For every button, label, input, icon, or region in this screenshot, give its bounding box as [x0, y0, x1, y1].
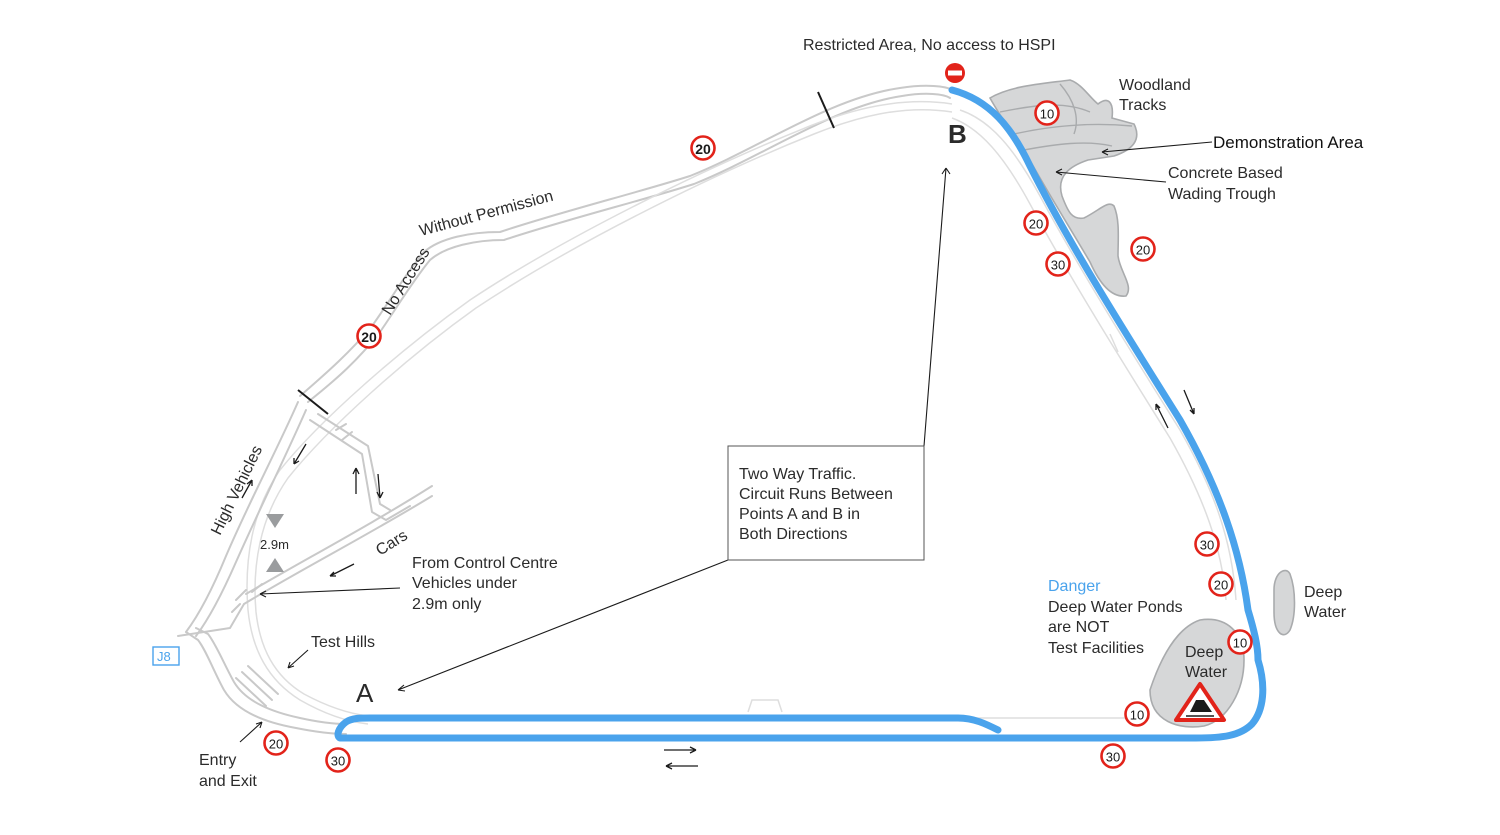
- ponds-warning-label-2: are NOT: [1048, 619, 1110, 636]
- height-down-triangle-icon: [266, 514, 284, 528]
- ponds-warning-label-3: Test Facilities: [1048, 640, 1144, 657]
- speed-limit-sign: 10: [1227, 629, 1253, 655]
- leader-lines: [239, 141, 1213, 743]
- speed-limit-value: 30: [1106, 750, 1120, 765]
- two-way-traffic-box: [727, 445, 925, 561]
- from-control-label-1: From Control Centre: [412, 555, 558, 572]
- speed-limit-value: 10: [1130, 708, 1144, 723]
- danger-label: Danger: [1048, 578, 1101, 595]
- speed-limit-sign: 20: [356, 323, 382, 349]
- speed-limit-sign: 20: [263, 730, 289, 756]
- speed-limit-sign: 10: [1124, 701, 1150, 727]
- deep-water-right-label-2: Water: [1304, 604, 1347, 621]
- test-circuit-route: [334, 86, 1267, 742]
- restricted-area-label: Restricted Area, No access to HSPI: [803, 37, 1056, 54]
- deep-water-pond-right: [1273, 569, 1296, 636]
- cars-label: Cars: [373, 527, 411, 559]
- woodland-demonstration-area: [988, 79, 1138, 297]
- speed-limit-value: 20: [361, 329, 377, 345]
- direction-arrows: [241, 389, 1195, 770]
- ponds-warning-label-1: Deep Water Ponds: [1048, 599, 1183, 616]
- speed-limit-sign: 20: [690, 135, 716, 161]
- speed-limit-sign: 20: [1208, 571, 1234, 597]
- from-control-label-3: 2.9m only: [412, 596, 481, 613]
- info-line-3: Points A and B in: [739, 506, 860, 523]
- speed-limit-value: 20: [695, 141, 711, 157]
- speed-limit-sign: 30: [1100, 743, 1126, 769]
- high-vehicles-label: High Vehicles: [208, 443, 266, 538]
- height-up-triangle-icon: [266, 558, 284, 572]
- from-control-label-2: Vehicles under: [412, 575, 518, 592]
- point-a-label: A: [356, 678, 374, 708]
- speed-limit-value: 20: [1029, 217, 1043, 232]
- wading-trough-label-2: Wading Trough: [1168, 186, 1276, 203]
- speed-signs: 20 20 10 20 30 20 30 20: [263, 100, 1253, 773]
- j8-junction-badge: [152, 646, 180, 666]
- deep-water-pond-label-1: Deep: [1185, 644, 1223, 661]
- speed-limit-value: 10: [1233, 636, 1247, 651]
- speed-limit-sign: 20: [1130, 236, 1156, 262]
- point-b-label: B: [948, 119, 967, 149]
- speed-limit-value: 30: [1051, 258, 1065, 273]
- wading-trough-label-1: Concrete Based: [1168, 165, 1283, 182]
- north-barrier: [817, 91, 835, 129]
- demonstration-area-label: Demonstration Area: [1213, 133, 1364, 152]
- speed-limit-value: 20: [1136, 243, 1150, 258]
- height-limit-label: 2.9m: [260, 537, 289, 552]
- deep-water-warning-icon: [1174, 682, 1226, 722]
- speed-limit-sign: 20: [1023, 210, 1049, 236]
- deep-water-pond-label-2: Water: [1185, 664, 1228, 681]
- entry-exit-label-1: Entry: [199, 752, 236, 769]
- info-line-2: Circuit Runs Between: [739, 486, 893, 503]
- deep-water-right-label-1: Deep: [1304, 584, 1342, 601]
- no-access-label: No Access: [379, 245, 433, 318]
- j8-label: J8: [157, 649, 171, 664]
- speed-limit-value: 30: [331, 754, 345, 769]
- west-barrier: [297, 389, 329, 415]
- woodland-label-1: Woodland: [1119, 77, 1191, 94]
- speed-limit-value: 20: [269, 737, 283, 752]
- no-entry-icon: [945, 63, 965, 83]
- speed-limit-sign: 30: [325, 747, 351, 773]
- speed-limit-sign: 10: [1034, 100, 1060, 126]
- info-line-1: Two Way Traffic.: [739, 466, 856, 483]
- woodland-label-2: Tracks: [1119, 97, 1166, 114]
- deep-water-pond-main: [1149, 618, 1245, 728]
- speed-limit-value: 20: [1214, 578, 1228, 593]
- entry-exit-label-2: and Exit: [199, 773, 257, 790]
- speed-limit-value: 30: [1200, 538, 1214, 553]
- speed-limit-value: 10: [1040, 107, 1054, 122]
- speed-limit-sign: 30: [1045, 251, 1071, 277]
- info-line-4: Both Directions: [739, 526, 848, 543]
- speed-limit-sign: 30: [1194, 531, 1220, 557]
- test-hills-label: Test Hills: [311, 634, 375, 651]
